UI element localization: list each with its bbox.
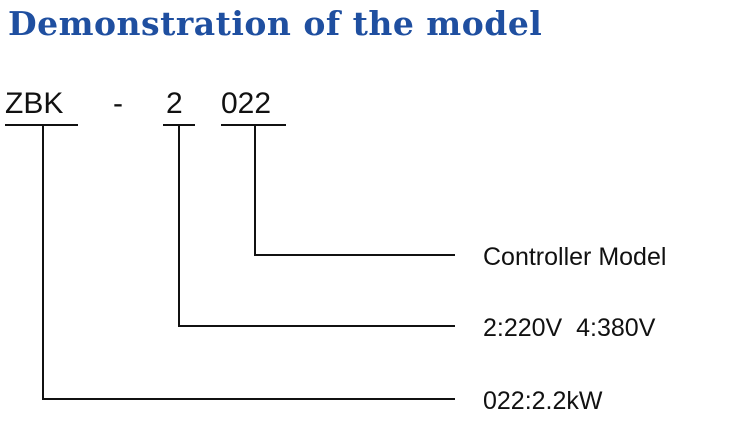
code-separator: - xyxy=(113,87,123,120)
power-leader-line xyxy=(42,125,455,400)
code-power: 022 xyxy=(221,87,271,120)
code-prefix: ZBK xyxy=(5,87,63,120)
controller-label: Controller Model xyxy=(483,243,666,271)
voltage-leader-line xyxy=(178,125,455,327)
page-title: Demonstration of the model xyxy=(8,4,543,43)
code-voltage: 2 xyxy=(166,87,183,120)
controller-leader-line xyxy=(254,125,455,256)
power-label: 022:2.2kW xyxy=(483,387,603,415)
voltage-label: 2:220V 4:380V xyxy=(483,314,656,342)
